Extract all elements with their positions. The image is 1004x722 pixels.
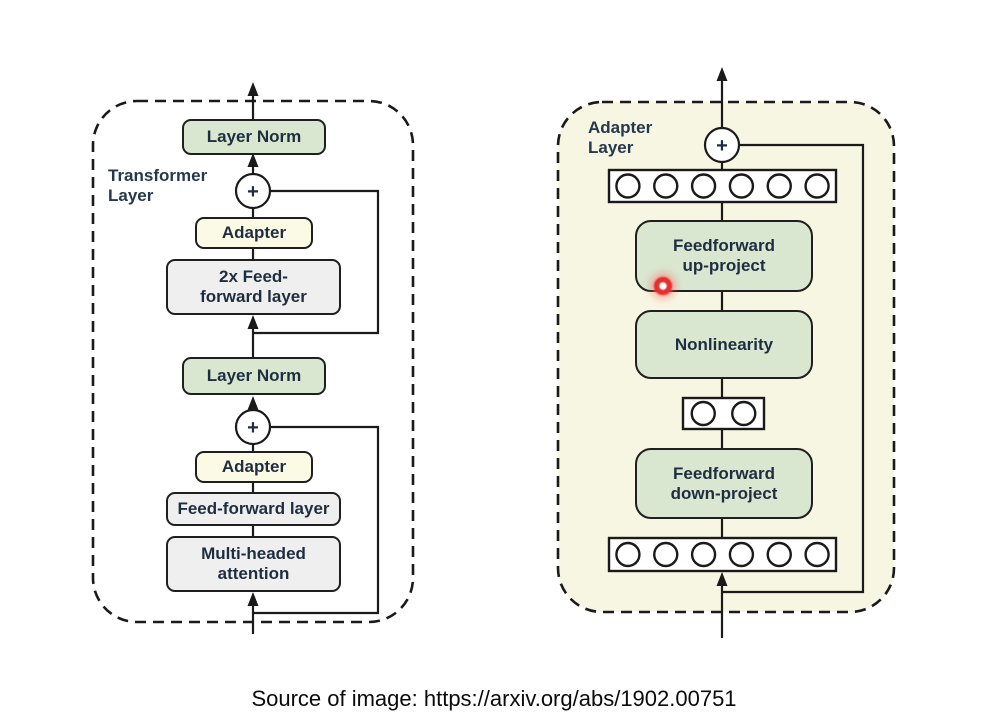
feature-row-bottleneck [681, 396, 766, 431]
feature-circle-icon [690, 173, 717, 199]
plus-icon: + [247, 181, 259, 203]
feature-circle-icon [731, 400, 757, 427]
box-multi-headed-attention: Multi-headed attention [166, 536, 341, 592]
feature-circle-icon [615, 541, 641, 568]
feature-circle-icon [766, 173, 792, 199]
feature-circle-icon [615, 173, 641, 199]
box-2x-feed-forward: 2x Feed-forward layer [166, 259, 341, 315]
caption: Source of image: https://arxiv.org/abs/1… [251, 686, 737, 711]
sum-node-transformer-top [234, 172, 272, 210]
feature-circle-icon [804, 173, 830, 199]
box-adapter-top: Adapter [195, 217, 313, 249]
arrowheads [247, 67, 728, 606]
box-feed-forward: Feed-forward layer [166, 492, 341, 526]
feature-circle-icon [653, 173, 679, 199]
adapter-wires [720, 80, 865, 638]
sum-nodes: + + + [234, 126, 741, 446]
feature-circle-icon [690, 400, 716, 427]
feature-circle-icon [728, 173, 755, 199]
box-layer-norm-top: Layer Norm [182, 119, 326, 155]
box-nonlinearity: Nonlinearity [635, 310, 813, 379]
feature-circle-icon [690, 541, 717, 568]
feature-row-bottom [607, 536, 838, 573]
feature-circle-icon [804, 541, 830, 568]
feature-vector-box [607, 536, 838, 573]
plus-icon: + [716, 135, 728, 157]
box-layer-norm-bottom: Layer Norm [182, 357, 326, 395]
adapter-layer-label: Adapter Layer [588, 118, 653, 158]
feature-circle-icon [766, 541, 792, 568]
feature-vector-box [607, 168, 838, 204]
feature-row-top [607, 168, 838, 204]
box-adapter-bottom: Adapter [195, 451, 313, 483]
plus-icon: + [247, 417, 259, 439]
cursor-click-indicator-icon [652, 275, 674, 297]
box-feedforward-down-project: Feedforward down-project [635, 448, 813, 519]
transformer-layer-label: Transformer Layer [108, 166, 208, 206]
feature-circle-icon [728, 541, 755, 568]
sum-node-adapter [703, 126, 741, 164]
sum-node-transformer-bottom [234, 408, 272, 446]
feature-circle-icon [653, 541, 679, 568]
